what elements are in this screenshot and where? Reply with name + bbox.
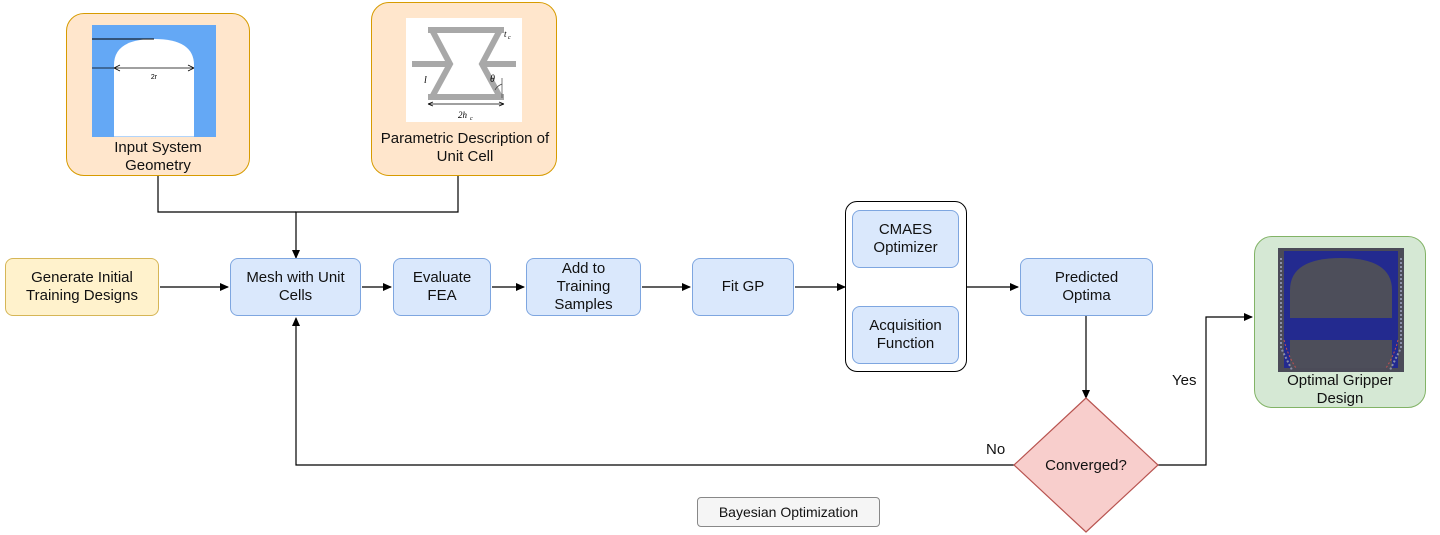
gripper-image xyxy=(1278,248,1404,372)
predicted-node: Predicted Optima xyxy=(1020,258,1153,316)
cmaes-node: CMAES Optimizer xyxy=(852,210,959,268)
angle-label: θ xyxy=(490,74,495,85)
dimension-label: 2r xyxy=(151,74,158,81)
input-geometry-label: Input System Geometry xyxy=(114,139,202,174)
gripper-figure xyxy=(1278,248,1404,372)
no-label: No xyxy=(986,441,1006,458)
mesh-node: Mesh with Unit Cells xyxy=(230,258,361,316)
thickness-label: t xyxy=(504,29,507,39)
height-subscript: c xyxy=(470,116,473,122)
length-label: l xyxy=(424,75,427,86)
add-samples-node: Add to Training Samples xyxy=(526,258,641,316)
evaluate-node: Evaluate FEA xyxy=(393,258,491,316)
thickness-subscript: c xyxy=(508,35,511,41)
parametric-label: Parametric Description of Unit Cell xyxy=(380,130,550,165)
edge-converged-yes xyxy=(1158,313,1253,466)
yes-label: Yes xyxy=(1172,372,1197,389)
geometry-image: 2r xyxy=(92,25,216,137)
generate-node: Generate Initial Training Designs xyxy=(5,258,159,316)
height-label: 2h xyxy=(458,110,468,120)
unit-cell-figure: t c l θ 2h c xyxy=(412,27,516,122)
unit-cell-image: t c l θ 2h c xyxy=(406,18,522,122)
geometry-figure: 2r xyxy=(92,25,216,137)
edge-converged-no xyxy=(292,317,1014,466)
bayesian-optimization-label: Bayesian Optimization xyxy=(697,497,880,527)
fit-gp-node: Fit GP xyxy=(692,258,794,316)
optimal-label: Optimal Gripper Design xyxy=(1287,372,1393,407)
edge-parametric-to-mesh xyxy=(292,176,459,259)
converged-decision xyxy=(1013,397,1159,533)
converged-label: Converged? xyxy=(1045,457,1127,474)
edge-geometry-to-mesh xyxy=(157,176,296,213)
acquisition-node: Acquisition Function xyxy=(852,306,959,364)
